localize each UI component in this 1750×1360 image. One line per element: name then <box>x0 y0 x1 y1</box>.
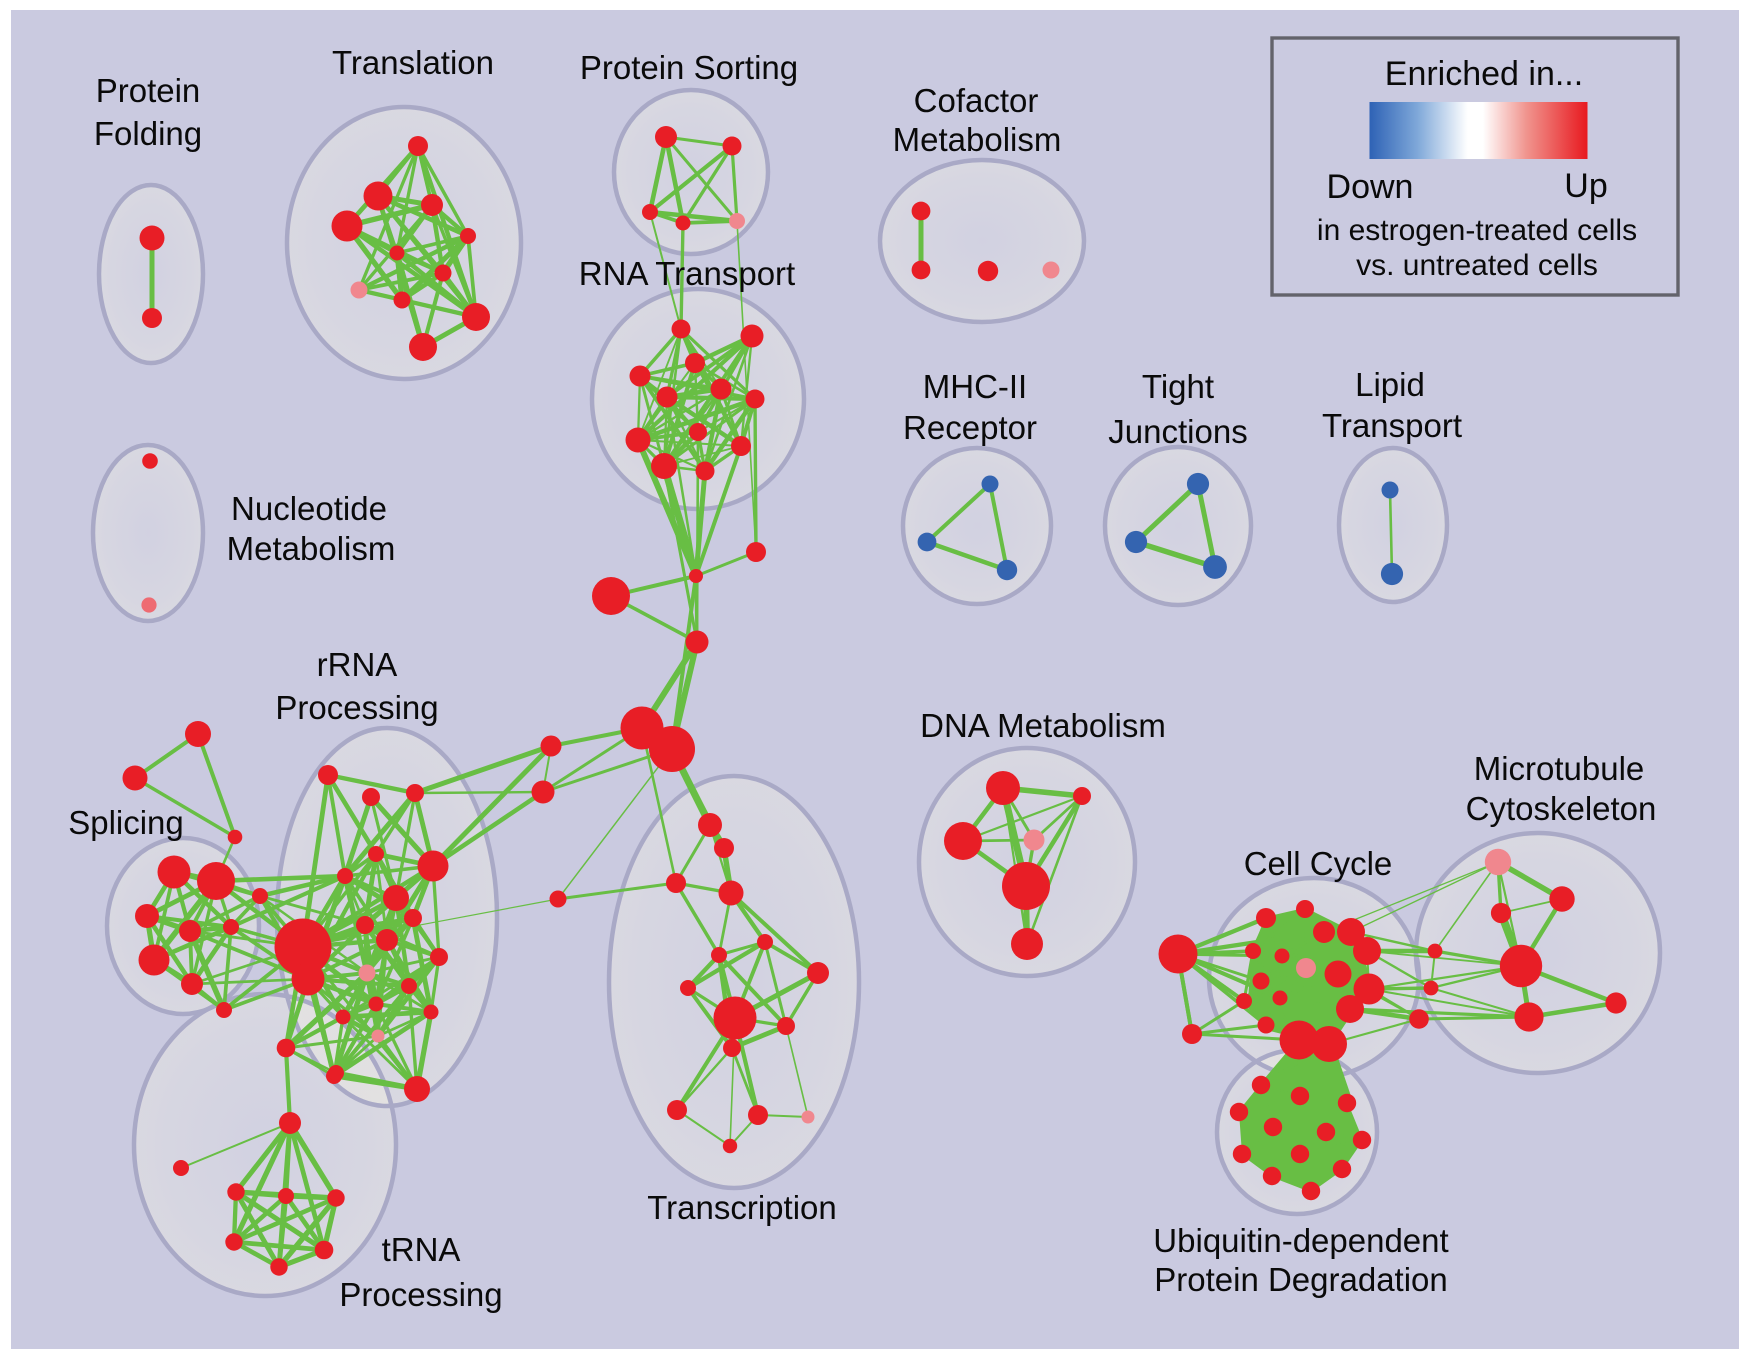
svg-text:Ubiquitin-dependent: Ubiquitin-dependent <box>1153 1222 1448 1259</box>
svg-text:rRNA: rRNA <box>317 646 398 683</box>
svg-text:Translation: Translation <box>332 44 494 81</box>
svg-text:in estrogen-treated cells: in estrogen-treated cells <box>1317 214 1637 247</box>
svg-text:Junctions: Junctions <box>1108 413 1247 450</box>
svg-text:Transport: Transport <box>1322 407 1462 444</box>
svg-text:Protein: Protein <box>96 72 201 109</box>
svg-text:RNA Transport: RNA Transport <box>579 255 795 292</box>
svg-text:Metabolism: Metabolism <box>893 121 1062 158</box>
svg-text:Processing: Processing <box>275 689 438 726</box>
svg-text:DNA Metabolism: DNA Metabolism <box>920 707 1166 744</box>
svg-text:Cell Cycle: Cell Cycle <box>1244 845 1393 882</box>
svg-text:Transcription: Transcription <box>647 1189 837 1226</box>
svg-text:Down: Down <box>1327 168 1414 206</box>
svg-text:Lipid: Lipid <box>1355 366 1425 403</box>
svg-text:vs. untreated cells: vs. untreated cells <box>1356 249 1598 282</box>
svg-text:tRNA: tRNA <box>382 1231 461 1268</box>
svg-text:Cytoskeleton: Cytoskeleton <box>1466 790 1657 827</box>
svg-text:Processing: Processing <box>339 1276 502 1313</box>
svg-text:Folding: Folding <box>94 115 202 152</box>
svg-text:Splicing: Splicing <box>68 804 184 841</box>
svg-text:Up: Up <box>1564 167 1607 205</box>
svg-text:Protein Degradation: Protein Degradation <box>1154 1261 1448 1298</box>
svg-text:Receptor: Receptor <box>903 409 1037 446</box>
svg-text:Microtubule: Microtubule <box>1474 750 1645 787</box>
svg-text:MHC-II: MHC-II <box>923 368 1027 405</box>
svg-text:Cofactor: Cofactor <box>914 82 1039 119</box>
svg-text:Protein Sorting: Protein Sorting <box>580 49 798 86</box>
svg-text:Nucleotide: Nucleotide <box>231 490 387 527</box>
svg-text:Enriched in...: Enriched in... <box>1385 55 1583 93</box>
svg-text:Metabolism: Metabolism <box>227 530 396 567</box>
svg-text:Tight: Tight <box>1142 368 1214 405</box>
